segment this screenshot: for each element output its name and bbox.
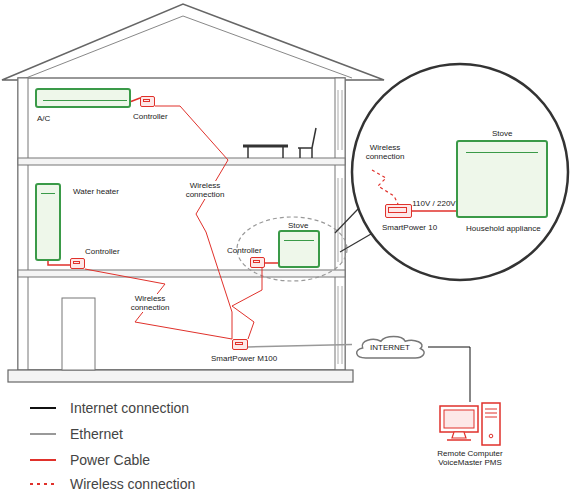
device-panel xyxy=(235,342,243,345)
appliance-box: Stove xyxy=(278,230,320,268)
legend-line xyxy=(30,407,56,409)
appliance-detail xyxy=(466,152,538,153)
node-label: INTERNET xyxy=(370,343,410,352)
appliance-box: StoveHousehold appliance xyxy=(456,140,548,218)
legend-sample xyxy=(30,434,56,435)
power-cable xyxy=(412,210,456,212)
text-holder: Controller xyxy=(85,247,120,256)
node-label: Water heater xyxy=(73,187,119,196)
text-holder: Stove xyxy=(288,221,308,230)
node-label: A/C xyxy=(37,114,50,123)
ethernet-link xyxy=(248,345,352,348)
device-panel xyxy=(253,260,260,263)
device-panel xyxy=(388,207,407,213)
node-label: Stove xyxy=(288,221,308,230)
legend-line xyxy=(30,433,56,435)
text-holder: Controller xyxy=(227,246,262,255)
zoom-circle xyxy=(352,64,568,280)
text-holder: Water heater xyxy=(73,187,119,196)
wireless-link xyxy=(232,268,262,339)
computer-icon xyxy=(438,402,502,446)
text-holder: Controller xyxy=(133,112,168,121)
text-holder: 110V / 220V xyxy=(412,199,455,208)
text-holder: Wireless connection xyxy=(70,476,195,492)
appliance-detail xyxy=(41,193,55,194)
controller-device: Controller xyxy=(70,258,85,269)
text-holder: Wireless connection xyxy=(127,294,173,312)
text-holder: INTERNET xyxy=(370,343,410,352)
legend-text: Power Cable xyxy=(70,452,150,468)
smartpower-device: SmartPower 10 xyxy=(385,204,412,218)
table-and-chair xyxy=(243,128,316,158)
node-label: Household appliance xyxy=(466,224,541,233)
zoom-line xyxy=(340,234,371,252)
ground-slab xyxy=(8,370,353,382)
legend-text: Wireless connection xyxy=(70,476,195,492)
internet-cloud: INTERNET xyxy=(352,334,428,360)
text-holder: SmartPower M100 xyxy=(211,354,277,363)
node-label: Controller xyxy=(227,246,262,255)
power-cable xyxy=(265,262,278,264)
controller-device: Controller xyxy=(250,257,265,268)
floor xyxy=(18,158,345,165)
text-holder: Power Cable xyxy=(70,452,150,468)
power-cable xyxy=(131,98,140,102)
node-label: Stove xyxy=(492,129,512,138)
legend-text: Ethernet xyxy=(70,426,123,442)
appliance-box: A/C xyxy=(35,88,131,108)
door xyxy=(62,298,95,370)
text-holder: SmartPower 10 xyxy=(382,223,437,232)
device-panel xyxy=(73,261,80,264)
roof-inner xyxy=(26,16,352,78)
text-holder: Internet connection xyxy=(70,400,189,416)
internet-link xyxy=(428,347,470,402)
text-holder: A/C xyxy=(37,114,50,123)
node-label: Controller xyxy=(85,247,120,256)
text-holder: Ethernet xyxy=(70,426,123,442)
text-holder: Remote Computer VoiceMaster PMS xyxy=(434,449,506,467)
power-cable xyxy=(48,261,70,265)
legend-line xyxy=(30,459,56,461)
callout-label: Wireless connection xyxy=(362,143,408,161)
text-holder: Wireless connection xyxy=(362,143,408,161)
appliance-detail xyxy=(284,240,314,241)
roof xyxy=(2,4,384,80)
zoom-line xyxy=(335,209,358,233)
appliance-box: Water heater xyxy=(35,183,61,261)
smartpower-device: SmartPower M100 xyxy=(232,339,248,350)
appliance-detail xyxy=(43,100,127,101)
connection-label: Wireless connection xyxy=(182,181,228,199)
legend-sample xyxy=(30,460,56,461)
legend-text: Internet connection xyxy=(70,400,189,416)
node-label: Controller xyxy=(133,112,168,121)
node-label: SmartPower M100 xyxy=(211,354,277,363)
legend-sample xyxy=(30,408,56,409)
connection-label: Wireless connection xyxy=(127,294,173,312)
house-wall xyxy=(18,78,345,370)
wireless-signal xyxy=(372,170,398,204)
wireless-link xyxy=(85,269,232,339)
device-panel xyxy=(143,99,150,102)
text-holder: Household appliance xyxy=(466,224,541,233)
legend-line xyxy=(30,483,56,485)
text-holder: Wireless connection xyxy=(182,181,228,199)
controller-device: Controller xyxy=(140,96,155,107)
floor xyxy=(18,270,345,277)
remote-computer: Remote Computer VoiceMaster PMS xyxy=(438,402,502,446)
left-wall xyxy=(18,78,28,370)
connection-label: 110V / 220V xyxy=(412,199,455,208)
legend-sample xyxy=(30,484,56,485)
node-label: Remote Computer VoiceMaster PMS xyxy=(434,449,506,467)
text-holder: Stove xyxy=(492,129,512,138)
node-label: SmartPower 10 xyxy=(382,223,437,232)
